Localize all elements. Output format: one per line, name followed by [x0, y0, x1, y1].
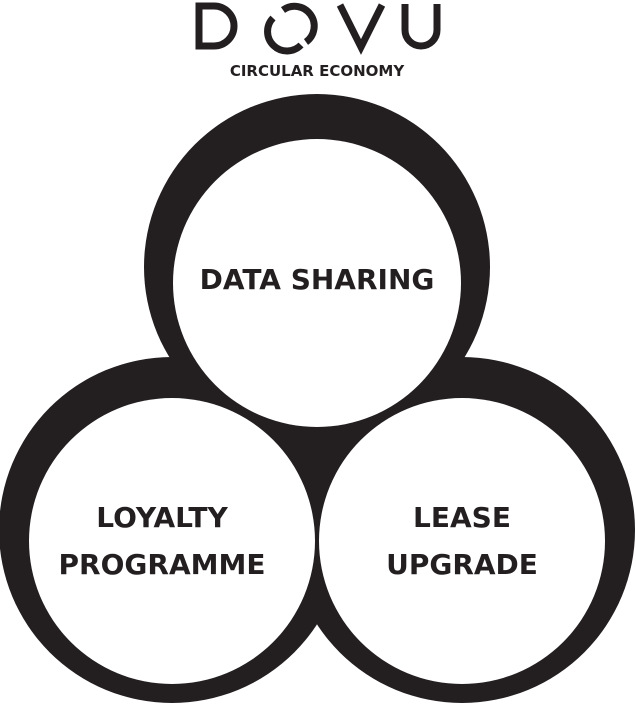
label-upgrade: UPGRADE: [386, 548, 538, 581]
label-programme: PROGRAMME: [59, 548, 266, 581]
label-lease: LEASE: [413, 501, 511, 534]
tagline: CIRCULAR ECONOMY: [230, 62, 406, 80]
label-loyalty: LOYALTY: [96, 501, 228, 534]
label-data-sharing: DATA SHARING: [200, 263, 435, 296]
right-circle: [319, 398, 605, 684]
top-circle: [173, 139, 461, 427]
dovu-logo: [195, 2, 441, 55]
circles-inner: [29, 139, 605, 684]
left-circle: [29, 398, 315, 684]
